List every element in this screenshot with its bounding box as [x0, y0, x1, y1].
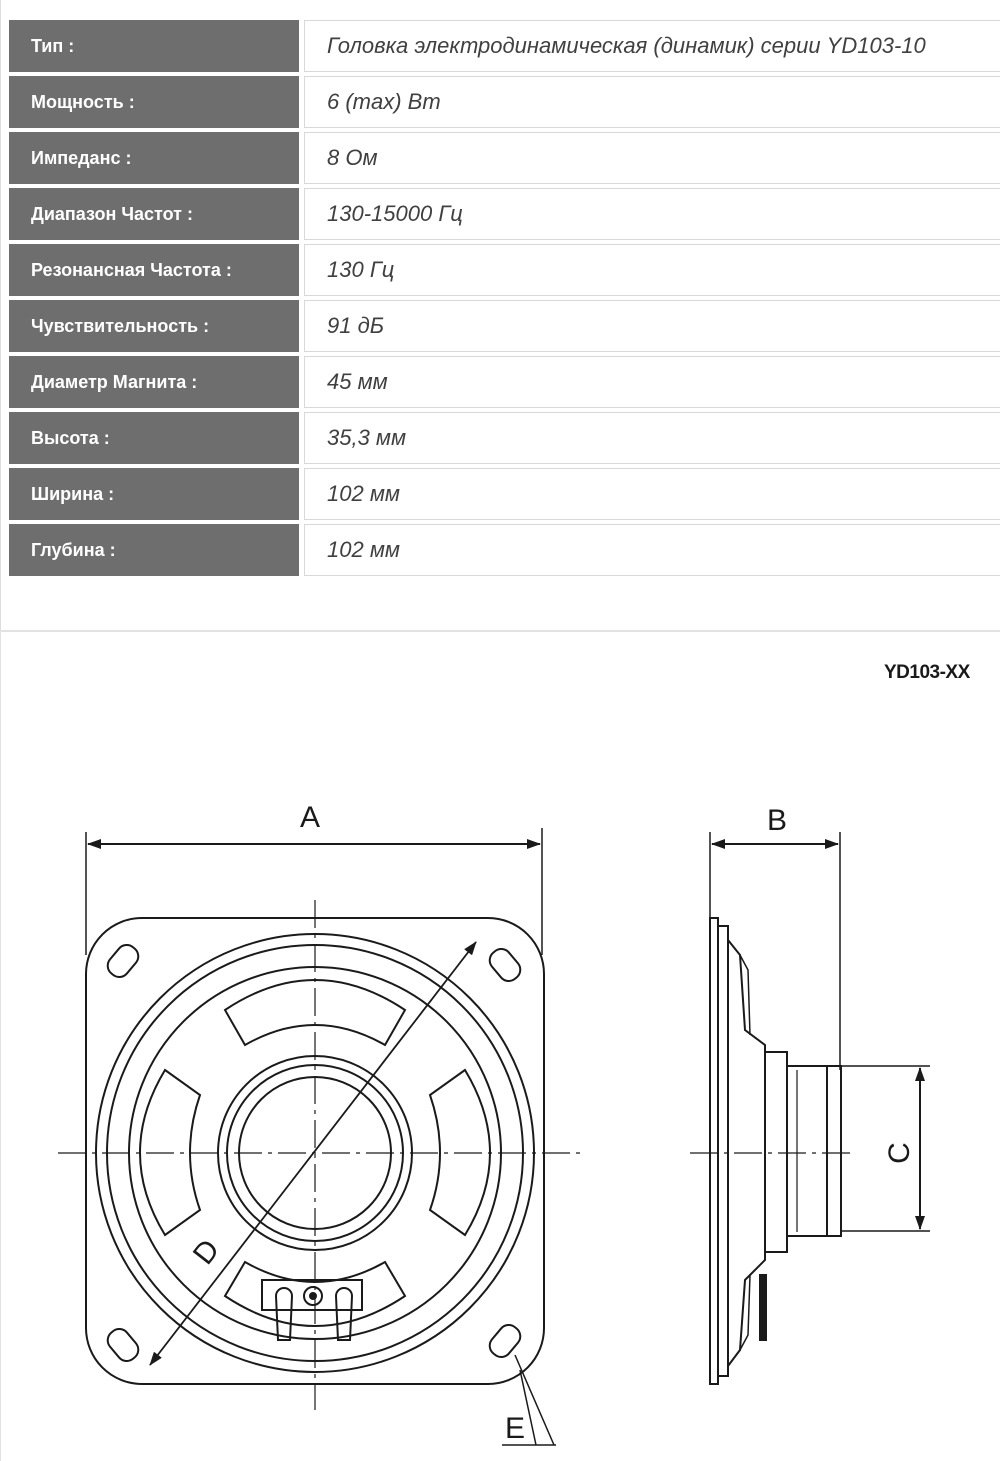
spec-row-width: Ширина : 102 мм [9, 468, 1000, 520]
spec-value: 35,3 мм [304, 412, 1000, 464]
spec-label: Диаметр Магнита : [9, 356, 299, 408]
spec-label: Импеданс : [9, 132, 299, 184]
spec-table: Тип : Головка электродинамическая (динам… [0, 0, 1000, 630]
dim-c-label: C [883, 1142, 916, 1164]
spec-label: Резонансная Частота : [9, 244, 299, 296]
dim-e-leader-1 [514, 1354, 555, 1446]
spec-row-impedance: Импеданс : 8 Ом [9, 132, 1000, 184]
front-view [58, 828, 580, 1446]
spec-value: 130-15000 Гц [304, 188, 1000, 240]
side-magnet [786, 1065, 828, 1237]
terminal-lug-left [274, 1287, 294, 1341]
drawing-panel [0, 632, 1000, 1461]
spec-row-power: Мощность : 6 (max) Вт [9, 76, 1000, 128]
side-basket-inner [739, 954, 751, 1036]
side-flange [709, 917, 719, 1385]
spec-value: 102 мм [304, 524, 1000, 576]
dim-d-label: D [187, 1233, 226, 1270]
mount-hole-tl [106, 943, 140, 979]
model-label: YD103-XX [884, 662, 970, 683]
spec-value: 130 Гц [304, 244, 1000, 296]
spec-value: 102 мм [304, 468, 1000, 520]
dim-e-label: E [505, 1412, 525, 1445]
spec-row-frequency-range: Диапазон Частот : 130-15000 Гц [9, 188, 1000, 240]
spec-row-magnet-diameter: Диаметр Магнита : 45 мм [9, 356, 1000, 408]
spec-value: 45 мм [304, 356, 1000, 408]
spec-label: Ширина : [9, 468, 299, 520]
side-gasket [717, 925, 729, 1377]
section-divider [0, 630, 1000, 632]
side-terminal [759, 1274, 767, 1341]
spec-label: Диапазон Частот : [9, 188, 299, 240]
spec-row-type: Тип : Головка электродинамическая (динам… [9, 20, 1000, 72]
mount-hole-bl [106, 1327, 140, 1363]
spec-value: 8 Ом [304, 132, 1000, 184]
spec-row-sensitivity: Чувствительность : 91 дБ [9, 300, 1000, 352]
spec-label: Глубина : [9, 524, 299, 576]
spec-row-depth: Глубина : 102 мм [9, 524, 1000, 576]
spec-value: 6 (max) Вт [304, 76, 1000, 128]
side-basket-inner-2 [739, 1274, 751, 1351]
side-magnet-back [826, 1065, 842, 1237]
spec-label: Высота : [9, 412, 299, 464]
dim-e-leader-2 [519, 1369, 537, 1446]
spec-row-height: Высота : 35,3 мм [9, 412, 1000, 464]
spec-value: Головка электродинамическая (динамик) се… [304, 20, 1000, 72]
spec-label: Тип : [9, 20, 299, 72]
spec-label: Чувствительность : [9, 300, 299, 352]
dim-b-label: B [767, 804, 787, 837]
side-view [690, 832, 930, 1385]
spec-row-resonance: Резонансная Частота : 130 Гц [9, 244, 1000, 296]
dim-d-line [149, 941, 477, 1366]
dim-a-label: A [300, 801, 320, 834]
side-magnet-plate [764, 1051, 788, 1253]
mount-hole-tr [488, 947, 522, 983]
spec-value: 91 дБ [304, 300, 1000, 352]
terminal-lug-right [334, 1287, 354, 1341]
mount-hole-br [488, 1323, 522, 1359]
spec-label: Мощность : [9, 76, 299, 128]
